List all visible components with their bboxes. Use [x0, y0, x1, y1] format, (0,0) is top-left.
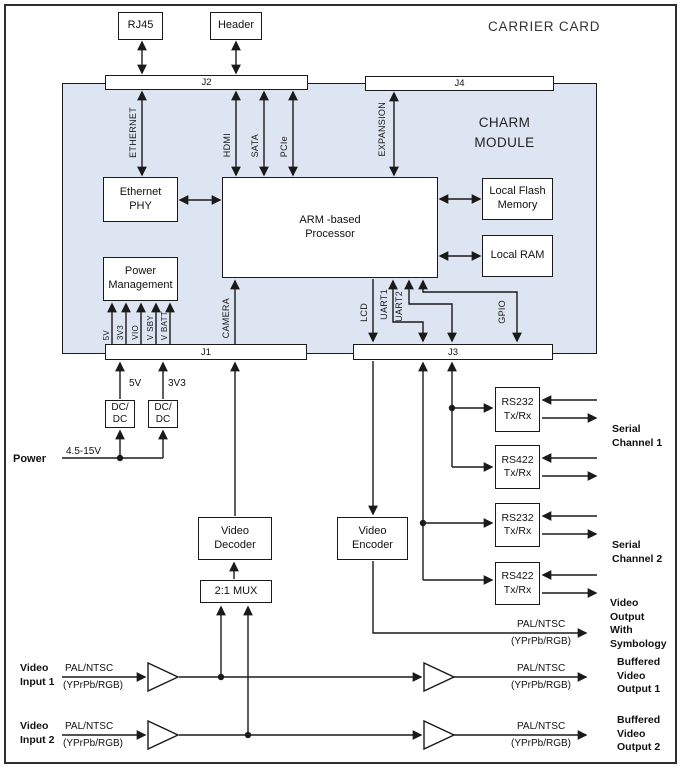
symbology-palntsc-label: PAL/NTSC — [517, 619, 566, 630]
rs422-ch2-box: RS422 Tx/Rx — [495, 562, 540, 605]
charm-module-title: CHARM MODULE — [474, 115, 535, 150]
header-box: Header — [210, 12, 262, 40]
local-flash-label: Local Flash Memory — [489, 185, 546, 211]
wires-power-rails — [107, 302, 175, 344]
arm-processor-label: ARM -based Processor — [299, 213, 361, 240]
bus-hdmi-label: HDMI — [222, 132, 232, 157]
wires-video-input-1 — [62, 605, 588, 682]
power-label: Power — [13, 453, 47, 465]
input1-palntsc-label: PAL/NTSC — [65, 663, 114, 674]
mux-label: 2:1 MUX — [214, 584, 258, 597]
bus-ethernet-label: ETHERNET — [128, 107, 138, 158]
wires-serial-ch1 — [447, 361, 598, 481]
power-management-box: Power Management — [103, 257, 178, 301]
wire-gpio — [418, 279, 522, 343]
rj45-label: RJ45 — [127, 19, 154, 32]
connector-j4-label: J4 — [454, 78, 465, 89]
rs422-ch1-label: RS422 Tx/Rx — [501, 453, 534, 479]
output1-palntsc-label: PAL/NTSC — [517, 663, 566, 674]
rail-5v-label: 5V — [102, 329, 111, 340]
rs232-ch1-box: RS232 Tx/Rx — [495, 387, 540, 432]
output2-yprpb-label: (YPrPb/RGB) — [511, 738, 572, 749]
rs232-ch2-box: RS232 Tx/Rx — [495, 503, 540, 547]
video-input-1-label: Video Input 1 — [20, 662, 55, 688]
serial-channel-1-label: Serial Channel 1 — [612, 423, 663, 449]
local-ram-box: Local RAM — [482, 235, 553, 277]
video-encoder-box: Video Encoder — [337, 517, 408, 560]
power-input-range-label: 4.5-15V — [66, 446, 102, 457]
bus-lcd-label: LCD — [359, 303, 369, 322]
dcdc-3v3-box: DC/ DC — [148, 400, 178, 428]
rail-vsby-label: V SBY — [146, 314, 155, 340]
dcdc-3v3-label: DC/ DC — [154, 401, 172, 426]
arm-processor-box: ARM -based Processor — [222, 177, 438, 278]
rail-vio-label: VIO — [131, 325, 140, 340]
ethernet-phy-label: Ethernet PHY — [119, 185, 162, 212]
bus-uart2-label: UART2 — [394, 291, 404, 322]
bus-gpio-label: GPIO — [497, 300, 507, 324]
bus-uart1-label: UART1 — [379, 289, 389, 320]
input1-yprpb-label: (YPrPb/RGB) — [63, 680, 124, 691]
output2-palntsc-label: PAL/NTSC — [517, 721, 566, 732]
mux-box: 2:1 MUX — [200, 580, 272, 603]
video-buffer-amps — [147, 661, 456, 751]
rs232-ch2-label: RS232 Tx/Rx — [501, 511, 534, 537]
video-input-2-label: Video Input 2 — [20, 720, 55, 746]
buffered-video-output-2-label: Buffered Video Output 2 — [617, 714, 661, 754]
bus-sata-label: SATA — [250, 133, 260, 157]
input2-yprpb-label: (YPrPb/RGB) — [63, 738, 124, 749]
video-decoder-box: Video Decoder — [198, 517, 272, 560]
local-ram-label: Local RAM — [490, 249, 545, 262]
connector-j1: J1 — [105, 344, 307, 360]
wire-symbology-out — [372, 561, 588, 638]
page-title: CARRIER CARD — [488, 19, 601, 34]
wires-serial-ch2 — [418, 361, 598, 598]
dc-rail-3v3-label: 3V3 — [168, 378, 186, 389]
video-encoder-label: Video Encoder — [352, 524, 393, 551]
bus-pcie-label: PCIe — [279, 135, 289, 157]
dcdc-5v-label: DC/ DC — [111, 401, 129, 426]
bus-camera-label: CAMERA — [221, 297, 231, 338]
connector-j1-label: J1 — [200, 346, 212, 358]
connector-j2-label: J2 — [201, 77, 212, 88]
rail-vbatt-label: V BATT — [160, 310, 169, 340]
rs422-ch2-label: RS422 Tx/Rx — [501, 570, 534, 596]
dc-rail-5v-label: 5V — [129, 378, 142, 389]
symbology-yprpb-label: (YPrPb/RGB) — [511, 636, 572, 647]
wire-uart2 — [404, 279, 457, 343]
rj45-box: RJ45 — [118, 12, 163, 40]
connector-j3-label: J3 — [447, 346, 459, 358]
power-management-label: Power Management — [108, 265, 173, 291]
buffered-video-output-1-label: Buffered Video Output 1 — [617, 656, 661, 696]
wires-dcdc — [62, 361, 168, 462]
local-flash-box: Local Flash Memory — [482, 178, 553, 220]
wires-video-input-2 — [62, 605, 588, 740]
dcdc-5v-box: DC/ DC — [105, 400, 135, 428]
output1-yprpb-label: (YPrPb/RGB) — [511, 680, 572, 691]
bus-expansion-label: EXPANSION — [377, 102, 387, 157]
connector-j4: J4 — [365, 76, 554, 91]
video-decoder-label: Video Decoder — [214, 524, 256, 551]
rs422-ch1-box: RS422 Tx/Rx — [495, 445, 540, 489]
rs232-ch1-label: RS232 Tx/Rx — [501, 396, 534, 422]
connector-j2: J2 — [105, 75, 308, 90]
input2-palntsc-label: PAL/NTSC — [65, 721, 114, 732]
header-label: Header — [217, 19, 255, 32]
video-output-symbology-label: Video Output With Symbology — [610, 597, 667, 650]
ethernet-phy-box: Ethernet PHY — [103, 177, 178, 222]
rail-3v3-label: 3V3 — [116, 324, 125, 340]
serial-channel-2-label: Serial Channel 2 — [612, 539, 663, 565]
connector-j3: J3 — [353, 344, 553, 360]
